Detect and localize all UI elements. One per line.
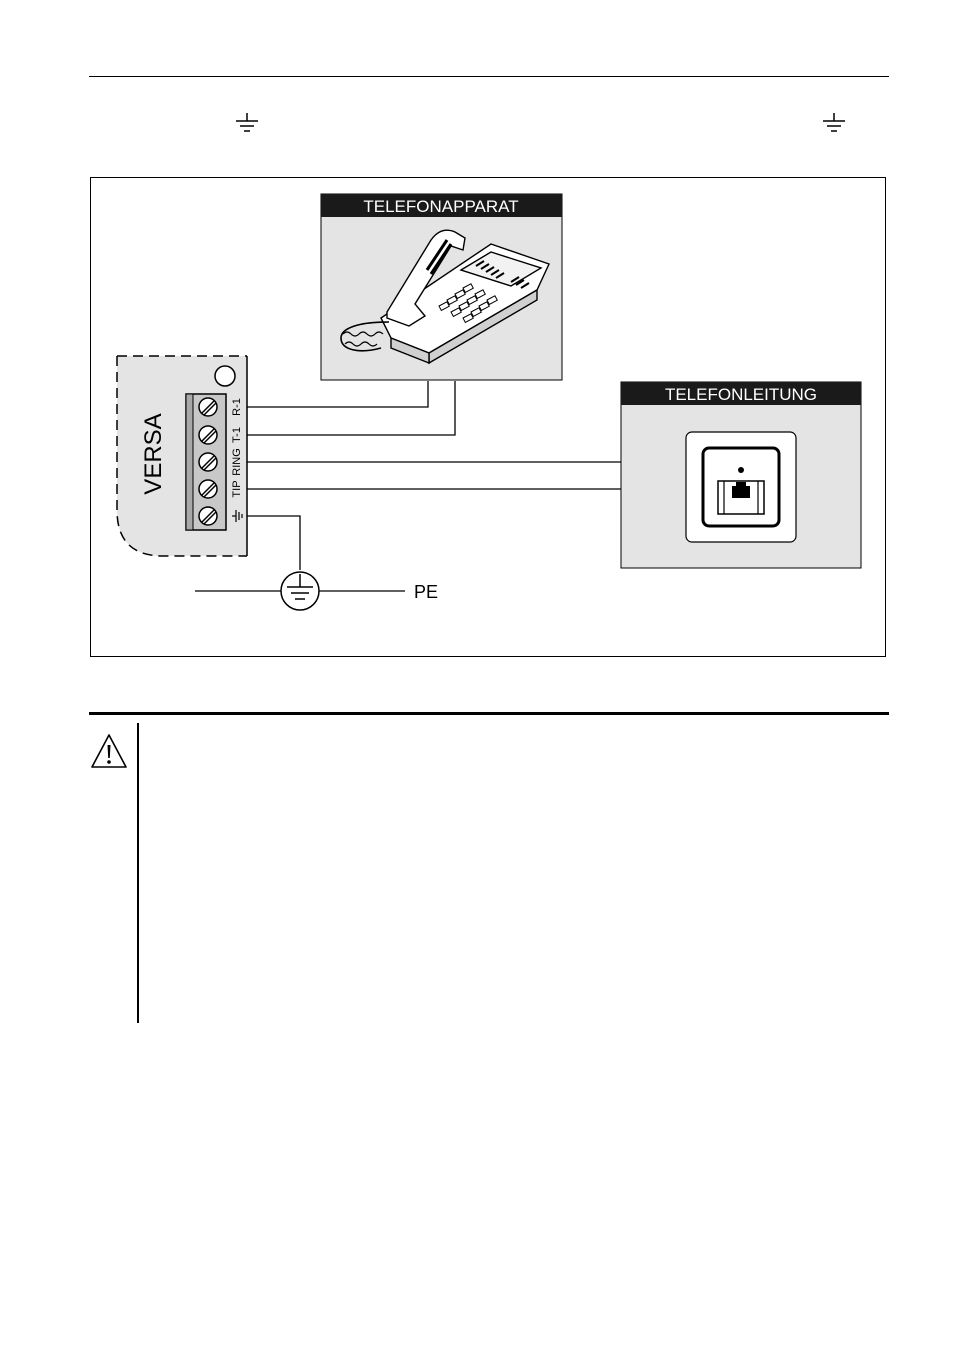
terminal-label-r1: R-1: [231, 398, 243, 416]
pe-label: PE: [414, 582, 438, 602]
telephone-panel: TELEFONAPPARAT: [320, 193, 563, 381]
phone-socket-icon: [685, 431, 797, 543]
protective-earth-icon: [280, 571, 320, 611]
note-margin-bar: [137, 723, 139, 1023]
header-rule: [89, 76, 889, 77]
mounting-hole: [214, 365, 236, 387]
section-rule: [89, 712, 889, 715]
ground-icon: [823, 113, 845, 132]
warning-triangle-icon: [91, 734, 127, 768]
terminal-label-t1: T-1: [231, 427, 243, 443]
wires: [195, 381, 621, 592]
telephone-line-label: TELEFONLEITUNG: [665, 385, 817, 404]
telephone-icon: [340, 229, 550, 365]
terminal-screws: [198, 397, 218, 526]
ground-icon: [236, 113, 258, 132]
wiring-diagram: VERSA R-1 T-1 RING TIP: [90, 177, 886, 657]
module-label: VERSA: [140, 413, 167, 494]
terminal-ground-icon: [232, 510, 243, 522]
terminal-label-ring: RING: [231, 448, 243, 476]
telephone-line-panel: TELEFONLEITUNG: [620, 381, 862, 569]
terminal-label-tip: TIP: [231, 480, 243, 497]
telephone-label: TELEFONAPPARAT: [363, 197, 518, 216]
